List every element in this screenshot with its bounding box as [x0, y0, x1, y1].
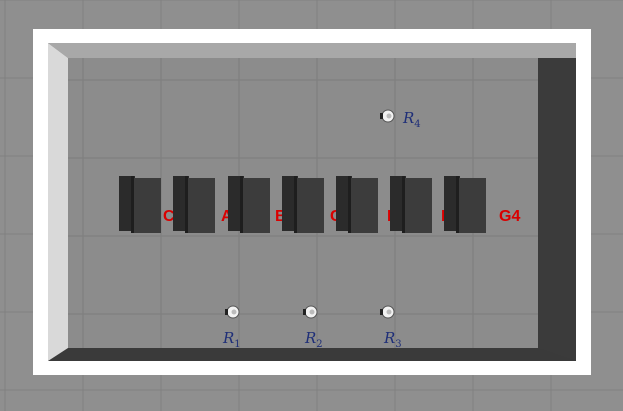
- rack-front: [350, 178, 378, 233]
- robot-wheel: [225, 309, 228, 315]
- bottom-wall-inner: [48, 348, 576, 361]
- left-wall-inner: [48, 43, 68, 361]
- robot-letter: R: [222, 329, 234, 347]
- robot-index: 4: [414, 119, 420, 130]
- right-wall-inner: [538, 58, 576, 361]
- rack-edge: [240, 176, 243, 233]
- rack-label: G4: [499, 208, 520, 225]
- rack-front: [133, 178, 161, 233]
- robot-sensor: [387, 310, 392, 315]
- rack-front: [404, 178, 432, 233]
- robot-sensor: [387, 114, 392, 119]
- rack-edge: [348, 176, 351, 233]
- robot-letter: R: [383, 329, 395, 347]
- rack-front: [187, 178, 215, 233]
- rack-row: C3A3B3C4D4E4G4: [119, 176, 520, 233]
- robot-letter: R: [402, 109, 414, 127]
- robot-sensor: [310, 310, 315, 315]
- rack-edge: [294, 176, 297, 233]
- robot-wheel: [303, 309, 306, 315]
- rack-edge: [185, 176, 188, 233]
- robot-index: 3: [395, 339, 401, 350]
- rack-edge: [456, 176, 459, 233]
- rack-front: [458, 178, 486, 233]
- robot-wheel: [380, 113, 383, 119]
- robot-sensor: [232, 310, 237, 315]
- robot-index: 2: [316, 339, 322, 350]
- robot-wheel: [380, 309, 383, 315]
- top-wall-inner: [48, 43, 576, 58]
- robot-letter: R: [304, 329, 316, 347]
- robot-index: 1: [234, 339, 240, 350]
- rack-front: [296, 178, 324, 233]
- rack-edge: [402, 176, 405, 233]
- rack-edge: [131, 176, 134, 233]
- rack-front: [242, 178, 270, 233]
